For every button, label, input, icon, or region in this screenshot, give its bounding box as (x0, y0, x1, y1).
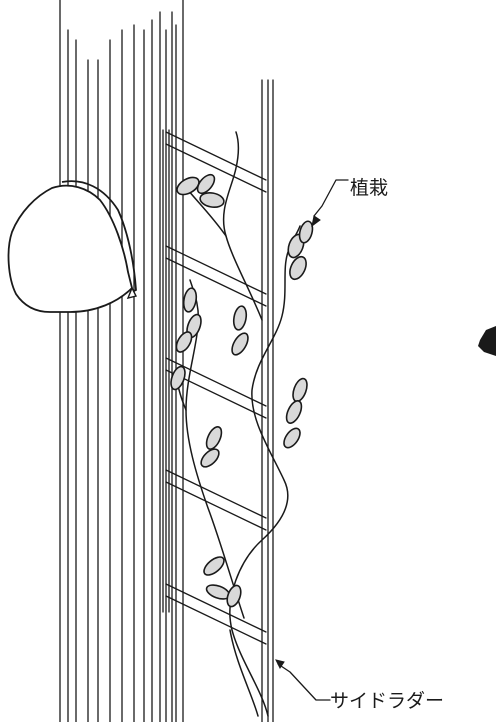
leaf (231, 332, 249, 356)
label-planting: 植栽 (350, 177, 388, 199)
leaf (292, 377, 308, 403)
leaf (226, 584, 242, 608)
leaf (289, 255, 307, 281)
leaf (200, 448, 220, 468)
leaf (283, 427, 301, 449)
leaf (285, 400, 303, 424)
leaf (170, 365, 186, 391)
leaf (175, 331, 193, 353)
pole-cover (7, 180, 138, 313)
leaf (205, 426, 223, 450)
leaf (176, 176, 200, 196)
edge-mark (478, 326, 496, 356)
leaf (196, 173, 216, 195)
callout-planting: 植栽 (311, 177, 388, 228)
leaf (182, 287, 198, 313)
leaf (232, 305, 248, 331)
vines (175, 131, 301, 717)
leaf (199, 191, 225, 209)
label-side-ladder: サイドラダー (330, 690, 444, 712)
callout-side-ladder: サイドラダー (275, 659, 444, 712)
ladder-rungs (165, 131, 267, 645)
leaves (170, 173, 314, 608)
pole (59, 0, 184, 722)
leaf (203, 556, 225, 576)
leaf (298, 220, 314, 244)
